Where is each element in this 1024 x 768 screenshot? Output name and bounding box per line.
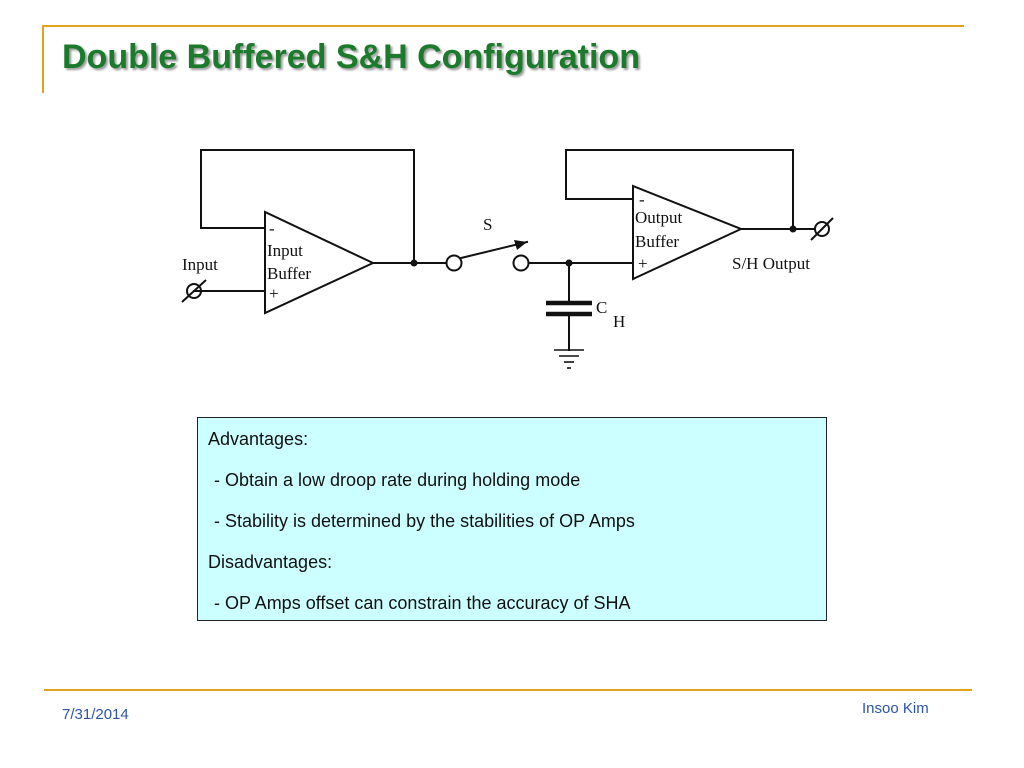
output-buffer-label-line1: Output [635,208,683,227]
switch-arrow-tip [514,240,527,250]
output-buffer-label-line2: Buffer [635,232,679,251]
output-buffer-minus: - [639,190,645,209]
capacitor-label-subscript: H [613,312,625,331]
output-feedback-junction [789,225,797,233]
disadvantage-item-1: - OP Amps offset can constrain the accur… [214,593,631,613]
top-rule [44,25,964,27]
switch-right-terminal [512,254,530,272]
bottom-rule [44,689,972,691]
capacitor-label-main: C [596,298,607,317]
output-buffer-opamp [632,184,744,281]
sample-and-hold-circuit-diagram: Input S C H S/H Output - Input Buffer + … [181,149,834,369]
switch-label: S [483,215,492,234]
input-buffer-minus: - [269,219,275,238]
left-rule [42,25,44,93]
input-label: Input [182,255,218,274]
switch-left-terminal [445,254,463,272]
slide-title: Double Buffered S&H Configuration [62,38,640,76]
capacitor-label: C [596,298,607,317]
input-feedback-wire [200,149,415,264]
output-buffer-plus: + [638,254,648,273]
advantages-box: Advantages: - Obtain a low droop rate du… [197,417,827,621]
advantage-item-2: - Stability is determined by the stabili… [214,511,635,531]
input-feedback-junction [410,259,418,267]
ground-icon [554,349,584,369]
input-terminal-icon [181,279,207,303]
advantages-heading: Advantages: [208,429,309,449]
input-buffer-plus: + [269,284,279,303]
advantage-item-1: - Obtain a low droop rate during holding… [214,470,581,490]
hold-node-junction [565,259,573,267]
footer-author: Insoo Kim [862,700,929,717]
input-buffer-label-line2: Buffer [267,264,311,283]
footer-date: 7/31/2014 [62,706,129,723]
disadvantages-heading: Disadvantages: [208,552,333,572]
input-buffer-label-line1: Input [267,241,303,260]
output-label: S/H Output [732,254,810,273]
output-feedback-wire [565,149,794,230]
output-terminal-icon [810,217,834,241]
input-buffer-opamp [264,210,376,315]
